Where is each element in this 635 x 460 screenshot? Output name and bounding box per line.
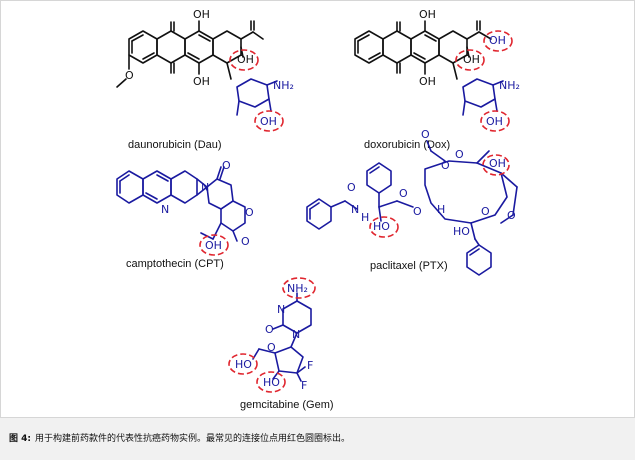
camptothecin-o3-label: O [241,235,250,248]
caption-label: 图 4: [9,434,31,444]
gemcitabine-n1-label: N [277,303,285,316]
gemcitabine-o1-label: O [265,323,274,336]
camptothecin-name: camptothecin (CPT) [126,258,224,270]
daunorubicin-methoxy-o-label: O [125,69,134,82]
gemcitabine-ho2-highlight [256,371,286,393]
paclitaxel-o2-label: O [399,187,408,200]
paclitaxel-oh-highlight [482,154,510,176]
daunorubicin-nh2-label: NH₂ [273,79,294,92]
paclitaxel-ho-highlight [369,216,399,238]
gemcitabine-f2-label: F [301,379,307,392]
daunorubicin-structure: OH OH OH OH NH₂ O daunorubicin (Dau) [116,8,294,151]
daunorubicin-oh4-label: OH [260,115,277,128]
daunorubicin-oh1-label: OH [193,8,210,21]
camptothecin-structure: N N O O O OH camptothecin (CPT) [116,159,254,270]
paclitaxel-oh-label: OH [489,157,506,170]
doxorubicin-oh1-label: OH [419,8,436,21]
daunorubicin-name: daunorubicin (Dau) [128,139,222,151]
daunorubicin-oh4-highlight [254,110,284,132]
camptothecin-o2-label: O [245,206,254,219]
paclitaxel-o4-label: O [421,128,430,141]
doxorubicin-structure: OH OH OH OH OH NH₂ doxorubicin (Dox) [354,8,520,151]
paclitaxel-ho-label: HO [373,220,390,233]
doxorubicin-nh2-label: NH₂ [499,79,520,92]
doxorubicin-oh5-highlight [483,30,513,52]
camptothecin-o1-label: O [222,159,231,172]
paclitaxel-o6-label: O [455,148,464,161]
paclitaxel-nh-label: N [351,203,359,216]
gemcitabine-nh2-label: NH₂ [287,282,308,295]
gemcitabine-structure: NH₂ N N O O HO HO F F gemcitabine (Gem) [228,277,334,411]
figure-caption: 图 4: 用于构建前药款件的代表性抗癌药物实例。最常见的连接位点用红色圆圈标出。 [0,418,635,460]
figure-panel: OH OH OH OH NH₂ O daunorubicin (Dau) [0,0,635,418]
gemcitabine-o2-label: O [267,341,276,354]
doxorubicin-oh4-highlight [480,110,510,132]
chemical-structures-figure: OH OH OH OH NH₂ O daunorubicin (Dau) [116,8,520,411]
paclitaxel-o1-label: O [347,181,356,194]
camptothecin-oh-label: OH [205,239,222,252]
paclitaxel-name: paclitaxel (PTX) [370,260,448,272]
doxorubicin-oh3-highlight [455,49,485,71]
gemcitabine-f1-label: F [307,359,313,372]
camptothecin-n1-label: N [161,203,169,216]
gemcitabine-name: gemcitabine (Gem) [240,399,334,411]
gemcitabine-n2-label: N [292,328,300,341]
gemcitabine-nh2-highlight [282,277,316,299]
daunorubicin-oh3-label: OH [237,53,254,66]
paclitaxel-o8-label: O [481,205,490,218]
camptothecin-oh-highlight [199,234,229,256]
paclitaxel-o7-label: O [507,209,516,222]
paclitaxel-o5-label: O [441,159,450,172]
daunorubicin-oh3-highlight [229,49,259,71]
camptothecin-n2-label: N [201,181,209,194]
paclitaxel-structure: N O HO O O O O O OH O O HO H H paclitaxe… [306,128,518,276]
daunorubicin-oh2-label: OH [193,75,210,88]
paclitaxel-o3-label: O [413,205,422,218]
doxorubicin-oh5-label: OH [489,34,506,47]
gemcitabine-ho2-label: HO [263,376,280,389]
gemcitabine-ho1-highlight [228,353,258,375]
doxorubicin-oh4-label: OH [486,115,503,128]
paclitaxel-ho3-label: HO [453,225,470,238]
gemcitabine-ho1-label: HO [235,358,252,371]
doxorubicin-name: doxorubicin (Dox) [364,139,450,151]
doxorubicin-oh2-label: OH [419,75,436,88]
caption-text: 用于构建前药款件的代表性抗癌药物实例。最常见的连接位点用红色圆圈标出。 [35,434,351,444]
paclitaxel-h2-label: H [437,203,445,216]
paclitaxel-h-label: H [361,211,369,224]
doxorubicin-oh3-label: OH [463,53,480,66]
